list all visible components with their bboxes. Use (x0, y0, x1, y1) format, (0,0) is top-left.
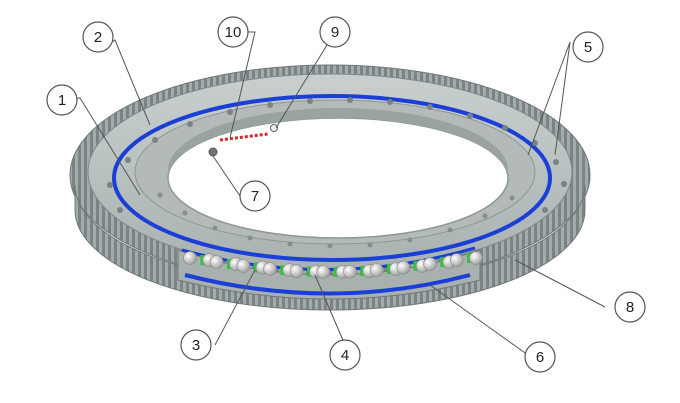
callout-circle-6 (524, 341, 556, 373)
ball (183, 251, 197, 265)
callout-circle-10 (217, 16, 249, 48)
callout-circle-7 (239, 180, 271, 212)
callout-circle-2 (82, 21, 114, 53)
callout-label-8: 8 (626, 299, 634, 316)
raceway-balls (183, 251, 483, 279)
red-marking (219, 132, 269, 142)
callout-circle-8 (614, 291, 646, 323)
ball (263, 262, 277, 276)
inner-mounting-holes (157, 192, 515, 249)
inner-bore (167, 117, 509, 239)
lubrication-plug (208, 147, 218, 157)
grease-nipple (270, 124, 278, 132)
ball (343, 264, 357, 279)
ball (423, 257, 437, 271)
ball (236, 259, 251, 273)
ball (369, 263, 384, 277)
callout-label-2: 2 (94, 29, 102, 46)
callout-label-1: 1 (58, 92, 66, 109)
callout-label-9: 9 (331, 24, 339, 41)
outer-mounting-holes (107, 97, 567, 213)
ball (289, 264, 304, 278)
ball (209, 255, 224, 269)
callout-label-3: 3 (192, 337, 200, 354)
callout-circle-4 (329, 339, 361, 371)
callout-label-6: 6 (536, 349, 544, 366)
inner-bore-wall (168, 108, 508, 178)
callout-circle-3 (180, 329, 212, 361)
callout-circle-9 (319, 16, 351, 48)
callout-label-5: 5 (584, 39, 592, 56)
ball (316, 265, 331, 279)
bottom-seal (184, 273, 471, 296)
callout-label-4: 4 (341, 347, 349, 364)
ball (449, 253, 464, 267)
ball (469, 251, 483, 265)
callout-circle-5 (572, 31, 604, 63)
outer-seal (112, 94, 552, 262)
callout-label-7: 7 (251, 188, 259, 205)
callout-circle-1 (46, 84, 78, 116)
callout-label-10: 10 (225, 24, 242, 41)
ball (396, 260, 411, 275)
callouts: 1 2 3 4 5 6 7 8 9 10 (46, 16, 646, 373)
